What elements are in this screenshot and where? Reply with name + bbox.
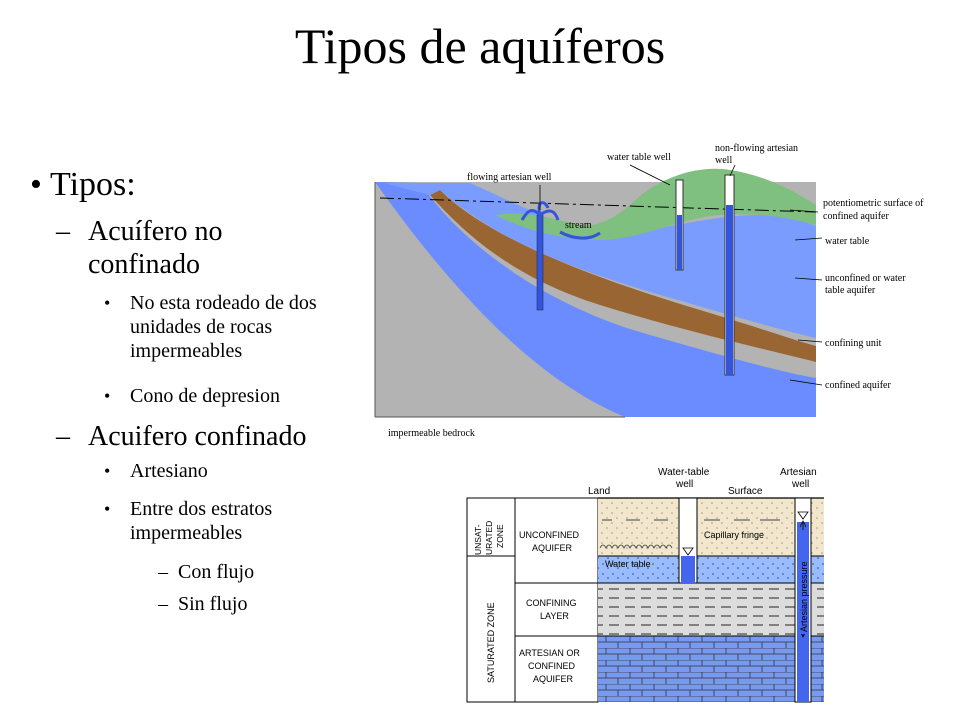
- dash-marker: –: [158, 593, 168, 615]
- water-table-layer: [598, 556, 824, 583]
- bullet-dot: •: [104, 293, 111, 313]
- label-potentiometric-1: potentiometric surface of: [823, 198, 924, 209]
- label-surface: Surface: [728, 486, 763, 497]
- label-wt-well-1: Water-table: [658, 467, 710, 478]
- label-bedrock: impermeable bedrock: [388, 428, 475, 439]
- label-artesian-3: AQUIFER: [533, 674, 574, 684]
- label-water-table: water table: [825, 236, 870, 247]
- stream-channel: [559, 230, 601, 240]
- label-water-table-well: water table well: [607, 152, 671, 163]
- bullet-dot: •: [104, 386, 111, 406]
- subbullet-confined-text: Acuifero confinado: [88, 421, 307, 452]
- subpoint-con-flujo-text: Con flujo: [178, 561, 255, 583]
- artesian-level-marker-icon: [797, 511, 809, 520]
- unconfined-aquifer-layer: [385, 183, 816, 338]
- confining-layer: [598, 583, 824, 636]
- label-stream: stream: [565, 220, 592, 231]
- water-table-well-fill: [677, 215, 682, 270]
- confined-aquifer-layer: [375, 182, 816, 417]
- pressure-label-bg: [798, 530, 809, 634]
- confined-aquifer-layer: [598, 636, 824, 702]
- flowing-artesian-well: [536, 214, 544, 311]
- unsat-zone-box: [466, 497, 516, 557]
- label-wt-well-2: well: [675, 479, 693, 490]
- subpoint-sin-flujo-text: Sin flujo: [178, 593, 248, 615]
- slide-title: Tipos de aquíferos: [294, 18, 666, 74]
- point-artesiano-text: Artesiano: [130, 460, 208, 482]
- unsat-texture: [598, 498, 824, 556]
- label-unconfined-1: UNCONFINED: [519, 530, 579, 540]
- aquifer-cross-section-diagram: flowing artesian well water table well n…: [374, 143, 924, 439]
- bullet-dot: •: [104, 499, 111, 519]
- label-land: Land: [588, 486, 610, 497]
- confining-label-box: [514, 582, 599, 637]
- dash-marker: –: [158, 561, 168, 583]
- leader-line: [729, 164, 736, 177]
- label-confined-aquifer: confined aquifer: [825, 380, 891, 391]
- label-unconfined-1: unconfined or water: [825, 273, 906, 284]
- label-non-flowing-2: well: [715, 155, 732, 166]
- label-unconfined-2: table aquifer: [825, 285, 876, 296]
- leader-line: [797, 339, 823, 343]
- label-unsat-1: UNSAT-: [473, 524, 483, 555]
- bullet-dot: •: [30, 166, 42, 203]
- unconfined-label-box: [514, 497, 599, 584]
- leader-line: [794, 237, 823, 241]
- label-unconfined-2: AQUIFER: [532, 543, 573, 553]
- label-pressure: Artesian pressure: [799, 561, 809, 632]
- label-confining-unit: confining unit: [825, 338, 882, 349]
- flowing-water-icon: [520, 201, 560, 221]
- non-flowing-well-fill: [726, 205, 733, 375]
- bullet-dot: •: [104, 461, 111, 481]
- leader-line: [629, 164, 671, 186]
- label-unsat-3: ZONE: [495, 524, 505, 548]
- label-non-flowing-1: non-flowing artesian: [715, 143, 798, 154]
- label-artesian-2: CONFINED: [528, 661, 576, 671]
- point-entre-estratos-text: Entre dos estratos impermeables: [130, 498, 273, 544]
- artesian-label-box: [514, 635, 599, 703]
- label-capillary: Capillary fringe: [704, 530, 764, 540]
- point-cono-text: Cono de depresion: [130, 385, 280, 407]
- water-level-marker-icon: [682, 547, 694, 556]
- land-surface: [495, 168, 816, 240]
- label-art-well-1: Artesian: [780, 467, 817, 478]
- point-no-rodeado-text: No esta rodeado de dos unidades de rocas…: [130, 292, 317, 362]
- label-unsat-2: URATED: [484, 521, 494, 555]
- label-water-table: Water table: [605, 559, 651, 569]
- label-potentiometric-2: confined aquifer: [823, 211, 889, 222]
- label-flowing-well: flowing artesian well: [467, 172, 552, 183]
- leader-line: [794, 277, 823, 281]
- label-saturated: SATURATED ZONE: [486, 602, 496, 683]
- subbullet-unconfined-text: Acuífero no confinado: [88, 216, 223, 280]
- leader-line: [789, 209, 819, 213]
- label-artesian-1: ARTESIAN OR: [519, 648, 580, 658]
- capillary-fringe-marks: [599, 544, 673, 549]
- label-confining-1: CONFINING: [526, 598, 577, 608]
- bullet-tipos-text: Tipos:: [50, 166, 136, 203]
- confining-unit-layer: [430, 190, 816, 362]
- water-table-well-water: [681, 556, 695, 583]
- potentiometric-surface-line: [379, 197, 817, 213]
- label-confining-2: LAYER: [540, 611, 569, 621]
- dash-marker: –: [56, 421, 70, 452]
- dash-marker: –: [56, 216, 70, 247]
- leader-line: [789, 379, 823, 386]
- artesian-column-diagram: Water-table well Artesian well Land Surf…: [466, 467, 824, 703]
- label-art-well-2: well: [791, 479, 809, 490]
